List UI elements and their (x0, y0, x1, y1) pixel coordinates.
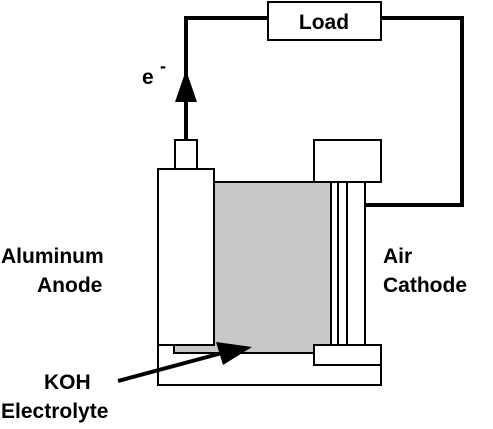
anode-label-line-2: Anode (37, 274, 102, 297)
anode-label-line-1: Aluminum (1, 245, 104, 268)
electrolyte-label-line-1: KOH (44, 371, 91, 394)
anode-terminal (174, 139, 198, 170)
electron-label: e (142, 66, 154, 89)
air-cathode-layer-2 (337, 181, 348, 346)
air-cathode-layer-3 (346, 181, 366, 346)
electron-flow-arrow (175, 70, 197, 102)
aluminum-anode-plate (157, 168, 215, 346)
cathode-bottom-block (313, 344, 382, 366)
electrolyte-label-line-2: Electrolyte (1, 400, 108, 423)
electrolyte-pointer-arrowhead (216, 342, 252, 365)
cathode-label-line-2: Cathode (383, 274, 467, 297)
load-label: Load (299, 11, 349, 34)
electron-charge: - (160, 56, 166, 76)
load-box (267, 1, 382, 41)
electrolyte-pointer-line (117, 351, 223, 383)
cathode-label-line-1: Air (383, 245, 412, 268)
circuit-wire-return (365, 16, 464, 207)
circuit-wire (184, 16, 268, 140)
cathode-terminal-block (313, 139, 382, 183)
air-cathode-layer-1 (330, 181, 339, 346)
